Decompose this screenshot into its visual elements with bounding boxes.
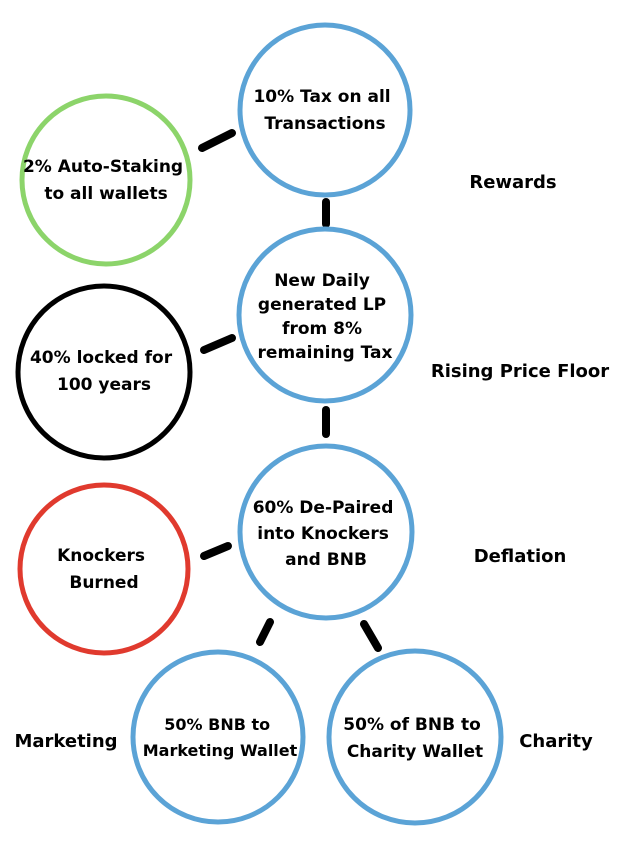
svg-text:50% BNB to Marketing Wal: 50% BNB to Marketing Wallet — [143, 715, 298, 760]
node-charity-wallet-line-1: 50% of BNB to — [343, 715, 480, 735]
node-burned-line-2: Burned — [69, 573, 138, 593]
label-rising-price-floor: Rising Price Floor — [431, 361, 609, 382]
node-lp-line-4: remaining Tax — [258, 343, 393, 363]
node-autostake-line-2: to all wallets — [44, 184, 167, 204]
label-deflation: Deflation — [474, 546, 567, 567]
connector-depaired-burned — [200, 542, 232, 560]
svg-text:2% Auto-Staking to all w: 2% Auto-Staking to all wallets — [23, 157, 189, 204]
node-depaired-line-3: and BNB — [285, 550, 367, 570]
node-charity-wallet-line-2: Charity Wallet — [347, 742, 483, 762]
svg-text:40% locked for 100 years: 40% locked for 100 years — [30, 348, 178, 395]
node-lp-line-1: New Daily — [274, 271, 370, 291]
label-charity: Charity — [519, 731, 593, 752]
node-autostake: 2% Auto-Staking to all wallets — [19, 93, 193, 267]
connector-tax-autostake — [198, 129, 236, 152]
svg-text:New Daily generated LP: New Daily generated LP from 8% remaining… — [258, 271, 393, 363]
node-lp: New Daily generated LP from 8% remaining… — [236, 226, 414, 404]
node-marketing-wallet-line-2: Marketing Wallet — [143, 741, 298, 760]
node-marketing-wallet: 50% BNB to Marketing Wallet — [130, 649, 306, 825]
svg-text:50% of BNB to Charity Wa: 50% of BNB to Charity Wallet — [343, 715, 486, 762]
node-locked-line-2: 100 years — [57, 375, 151, 395]
node-tax-line-2: Transactions — [264, 114, 385, 134]
node-burned: Knockers Burned — [17, 482, 191, 656]
node-lp-line-3: from 8% — [282, 319, 362, 339]
node-locked: 40% locked for 100 years — [15, 283, 193, 461]
node-depaired: 60% De-Paired into Knockers and BNB — [237, 443, 415, 621]
node-locked-line-1: 40% locked for — [30, 348, 173, 368]
label-marketing: Marketing — [14, 731, 117, 752]
node-marketing-wallet-line-1: 50% BNB to — [164, 715, 270, 734]
node-tax-line-1: 10% Tax on all — [253, 87, 390, 107]
node-autostake-line-1: 2% Auto-Staking — [23, 157, 183, 177]
node-tax: 10% Tax on all Transactions — [237, 22, 413, 198]
node-depaired-line-2: into Knockers — [257, 524, 389, 544]
connector-lp-locked — [200, 334, 236, 354]
connector-depaired-charity — [360, 620, 382, 652]
node-burned-line-1: Knockers — [57, 546, 145, 566]
node-lp-line-2: generated LP — [258, 295, 386, 315]
svg-text:10% Tax on all Transacti: 10% Tax on all Transactions — [253, 87, 396, 134]
label-rewards: Rewards — [469, 172, 556, 193]
node-charity-wallet: 50% of BNB to Charity Wallet — [326, 648, 504, 826]
svg-text:Knockers Burned: Knockers Burned — [57, 546, 151, 593]
svg-text:60% De-Paired into Knock: 60% De-Paired into Knockers and BNB — [253, 498, 400, 570]
connector-depaired-marketing — [256, 618, 274, 646]
node-depaired-line-1: 60% De-Paired — [253, 498, 394, 518]
